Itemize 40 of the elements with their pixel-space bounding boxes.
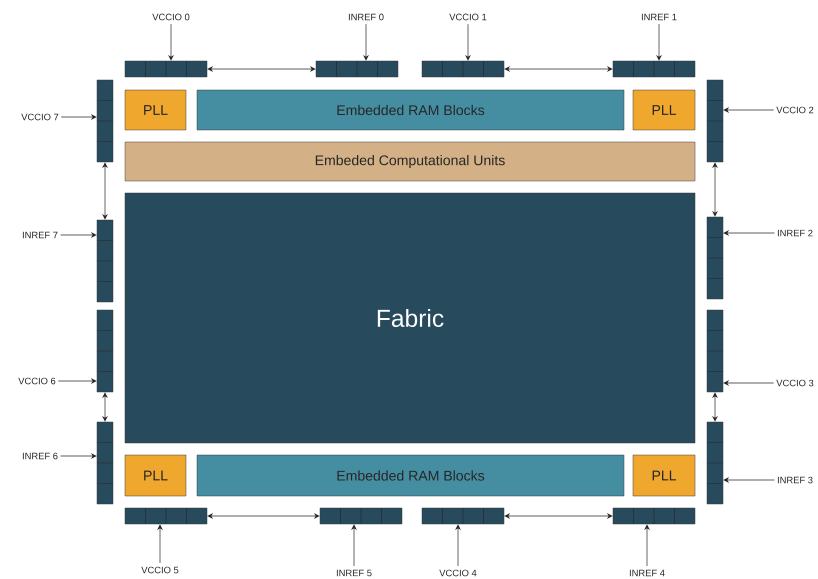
pll-box: PLL (632, 90, 696, 130)
io-label: INREF 5 (336, 570, 372, 576)
io-label: VCCIO 5 (141, 566, 178, 574)
io-bank-bar (316, 60, 398, 78)
io-label: VCCIO 3 (776, 380, 814, 386)
io-label: VCCIO 6 (18, 378, 56, 384)
io-label: VCCIO 7 (21, 114, 58, 120)
io-bank-bar (96, 310, 114, 392)
io-bank-bar (96, 80, 114, 162)
io-label: INREF 3 (778, 476, 813, 484)
ram-block-box: Embedded RAM Blocks (196, 454, 624, 496)
io-label: INREF 4 (630, 570, 665, 576)
pll-box: PLL (632, 454, 696, 496)
pll-box: PLL (124, 90, 186, 130)
io-bank-bar (706, 216, 724, 300)
io-bank-bar (612, 60, 696, 78)
io-bank-bar (612, 508, 696, 524)
io-bank-bar (422, 60, 504, 78)
pll-box: PLL (124, 454, 186, 496)
io-bank-bar (706, 310, 724, 392)
io-label: INREF 1 (642, 14, 677, 20)
io-label: VCCIO 4 (439, 570, 476, 576)
io-bank-bar (124, 508, 208, 524)
io-bank-bar (422, 508, 504, 524)
io-label: VCCIO 1 (449, 14, 486, 20)
io-label: INREF 2 (778, 230, 812, 236)
io-label: INREF 6 (22, 452, 58, 460)
io-bank-bar (124, 60, 208, 78)
io-label: VCCIO 2 (776, 106, 814, 114)
io-bank-bar (96, 220, 114, 302)
computational-units-box: Embeded Computational Units (124, 142, 696, 182)
io-label: VCCIO 0 (152, 14, 190, 20)
io-bank-bar (96, 422, 114, 504)
ram-block-box: Embedded RAM Blocks (196, 90, 624, 130)
fabric-box: Fabric (124, 192, 696, 444)
io-label: INREF 0 (348, 14, 384, 20)
io-bank-bar (320, 508, 402, 524)
io-bank-bar (706, 422, 724, 504)
io-bank-bar (706, 80, 724, 162)
io-label: INREF 7 (22, 232, 58, 238)
